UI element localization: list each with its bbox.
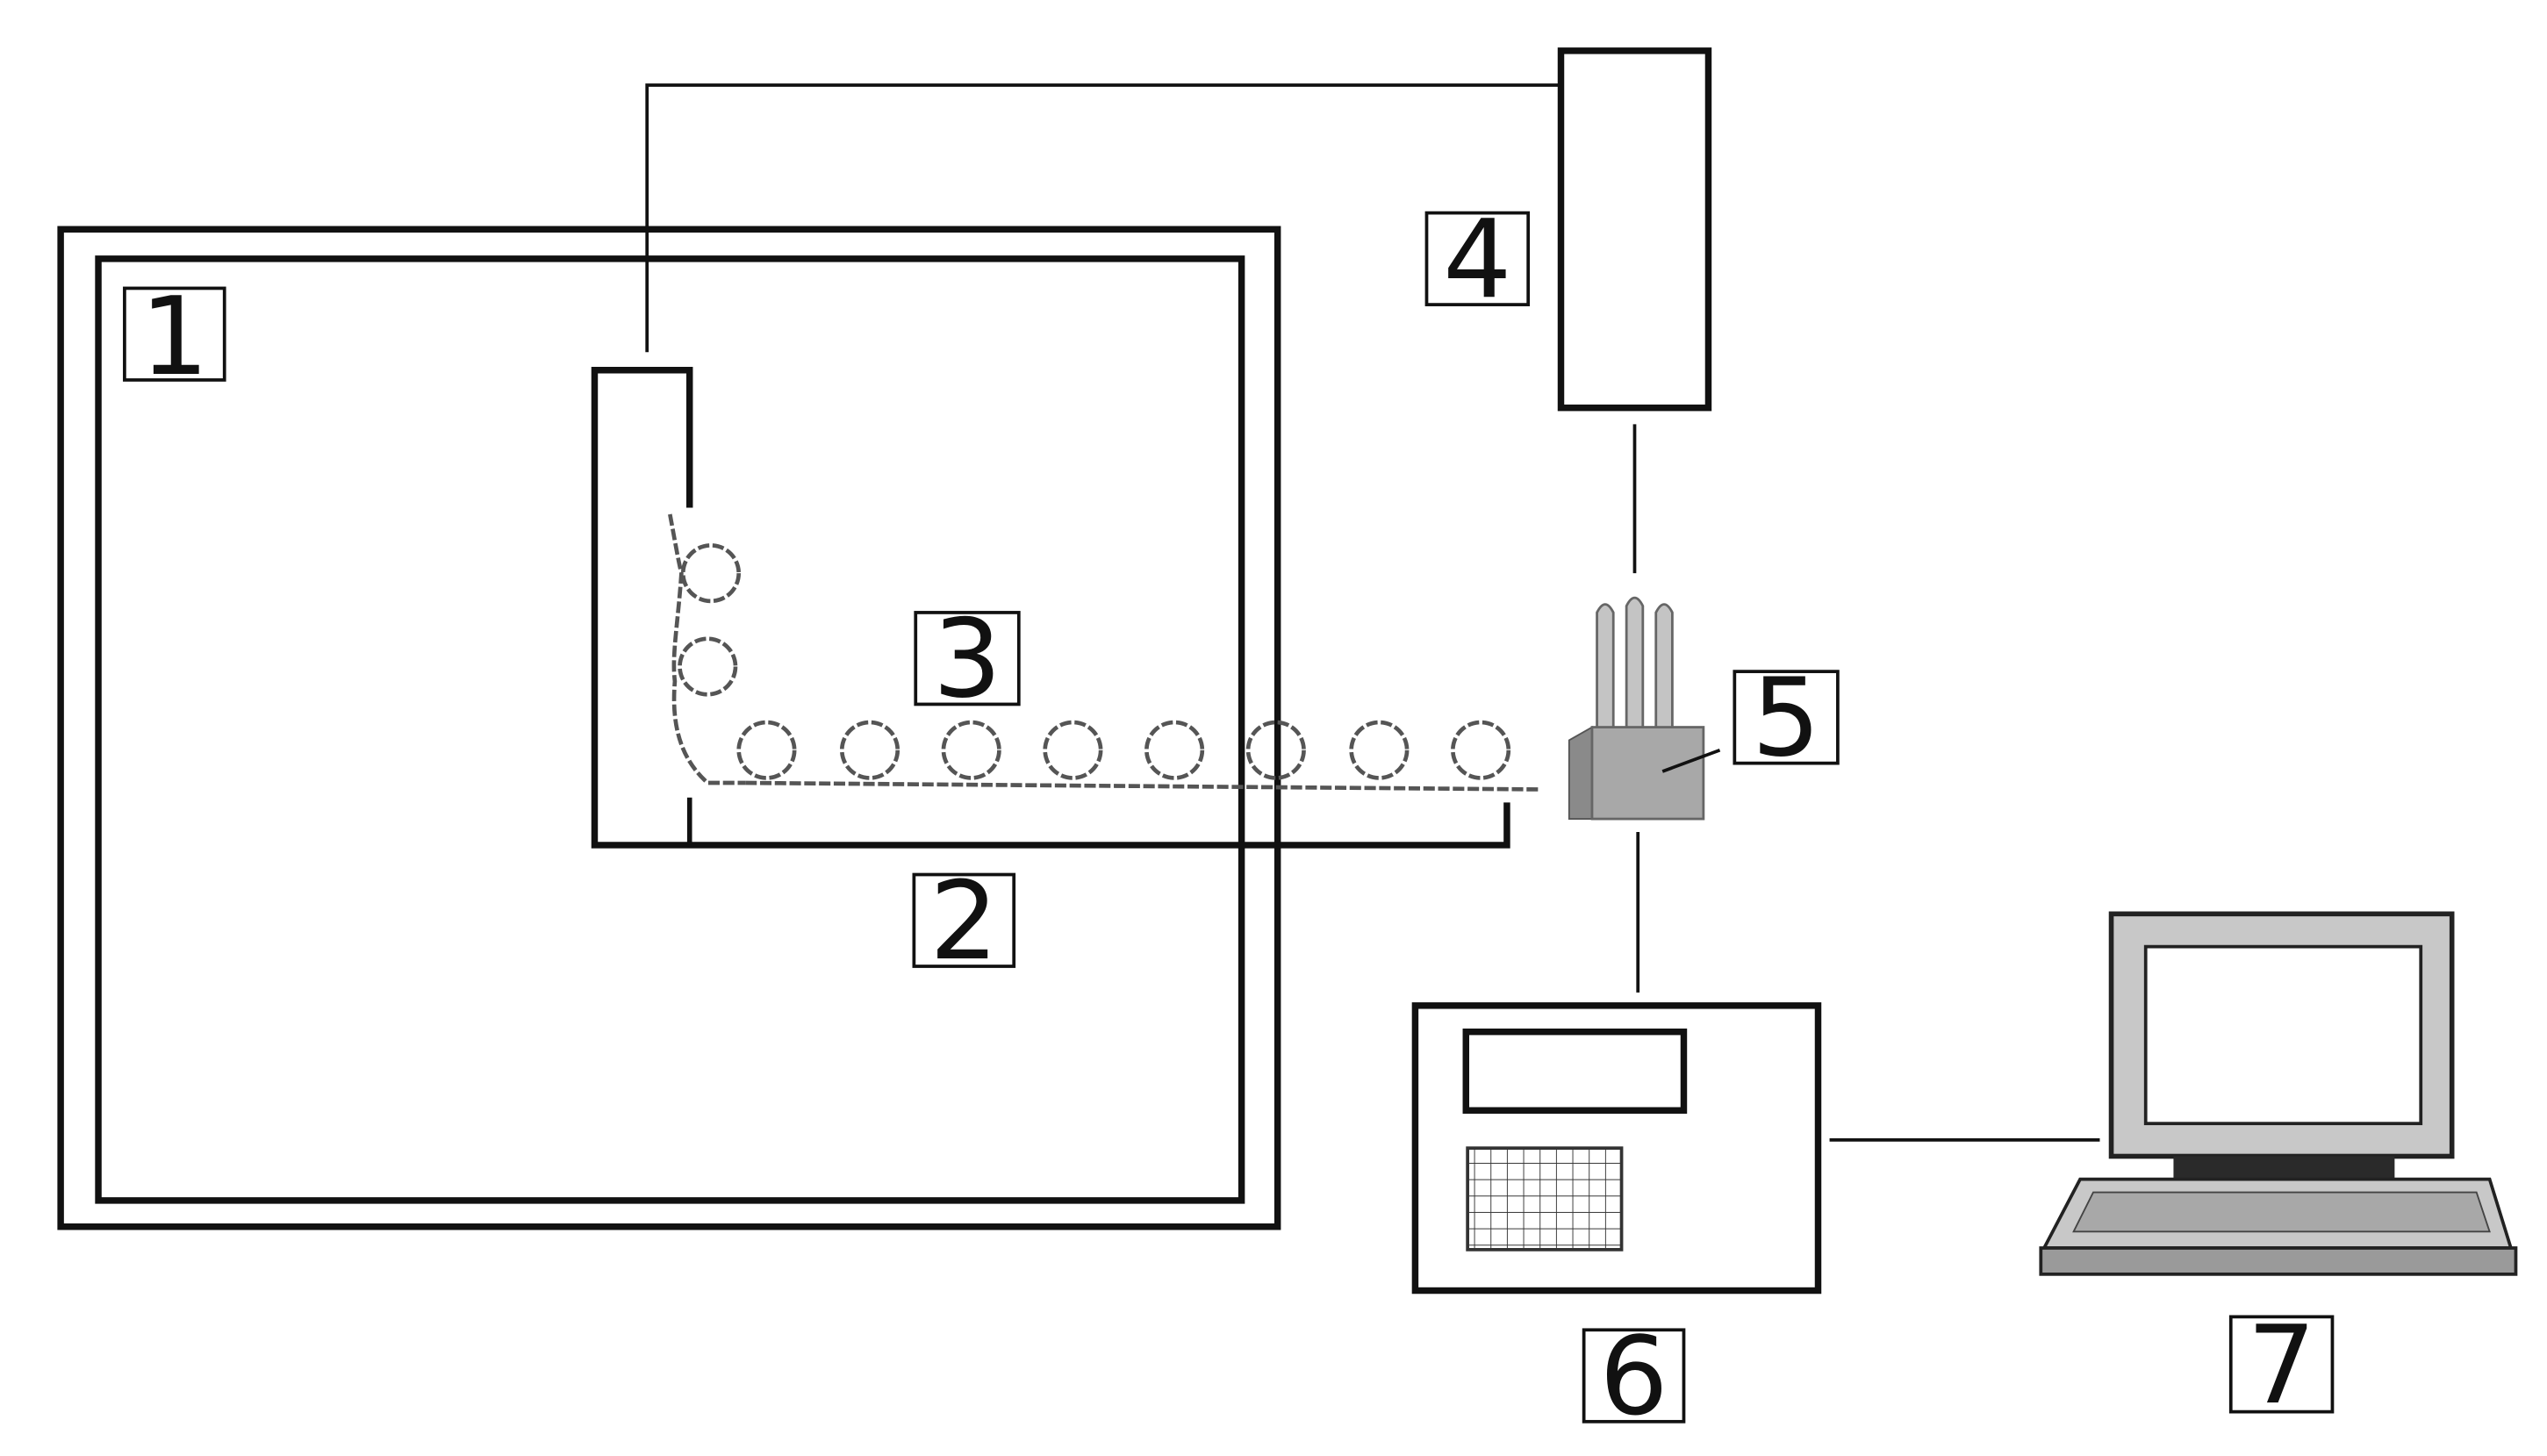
fiber-loop [736,720,797,780]
fiber-loop [1043,720,1103,780]
keyboard-front-edge [2039,1246,2518,1276]
enclosure [57,226,1281,1230]
fiber-loop [941,720,1001,780]
interrogator-keypad [1466,1146,1624,1252]
label-text: 2 [929,859,998,985]
label-text: 4 [1443,197,1511,323]
coupler-pin [1654,603,1674,732]
label-text: 6 [1599,1315,1668,1440]
keyboard-keys [2072,1191,2491,1233]
coupler-pin [1625,596,1645,732]
computer [2039,911,2518,1276]
fiber-vertical-run [668,513,746,785]
lead-wire-to-holder [645,83,1561,353]
coupler-leader-line [1661,748,1721,773]
label-3: 3 [914,598,1021,723]
label-box [1733,670,1840,765]
coiled-fiber [668,513,1540,792]
label-box [912,872,1016,968]
holder-outline [591,367,1510,849]
label-6: 6 [1582,1315,1686,1440]
monitor-screen [2143,944,2423,1126]
label-box [1424,211,1531,306]
enclosure-inner-wall [95,255,1245,1204]
label-5: 5 [1733,656,1840,782]
fiber-coupler [1568,596,1721,993]
fiber-loop [678,636,738,697]
label-1: 1 [123,275,226,400]
interrogator-box [1411,1002,1822,1295]
label-4: 4 [1424,197,1531,323]
label-box [914,611,1021,706]
fiber-loop [1451,720,1511,780]
label-box [123,286,226,382]
label-box [2228,1315,2335,1414]
label-text: 1 [140,275,209,400]
label-box [1582,1328,1686,1424]
enclosure-outer-wall [57,226,1281,1230]
coupler-pin [1596,603,1615,732]
fiber-horizontal-run [745,780,1540,792]
l-shaped-holder [591,367,1510,849]
coupler-body-side [1568,725,1593,821]
coupler-body [1590,726,1705,821]
label-text: 5 [1752,656,1820,782]
fiber-loop [839,720,900,780]
interrogator-display [1462,1028,1688,1114]
fiber-loop [1144,720,1205,780]
label-text: 7 [2247,1303,2315,1429]
label-2: 2 [912,859,1016,985]
fiber-loop [1349,720,1410,780]
interrogator-unit [1411,1002,2100,1295]
device-4-box [1557,47,1712,412]
monitor-stand [2173,1156,2395,1180]
label-text: 3 [933,598,1001,723]
label-7: 7 [2228,1303,2335,1429]
fiber-loop [1245,720,1306,780]
device-4 [645,47,1712,574]
fiber-loop [680,543,742,604]
